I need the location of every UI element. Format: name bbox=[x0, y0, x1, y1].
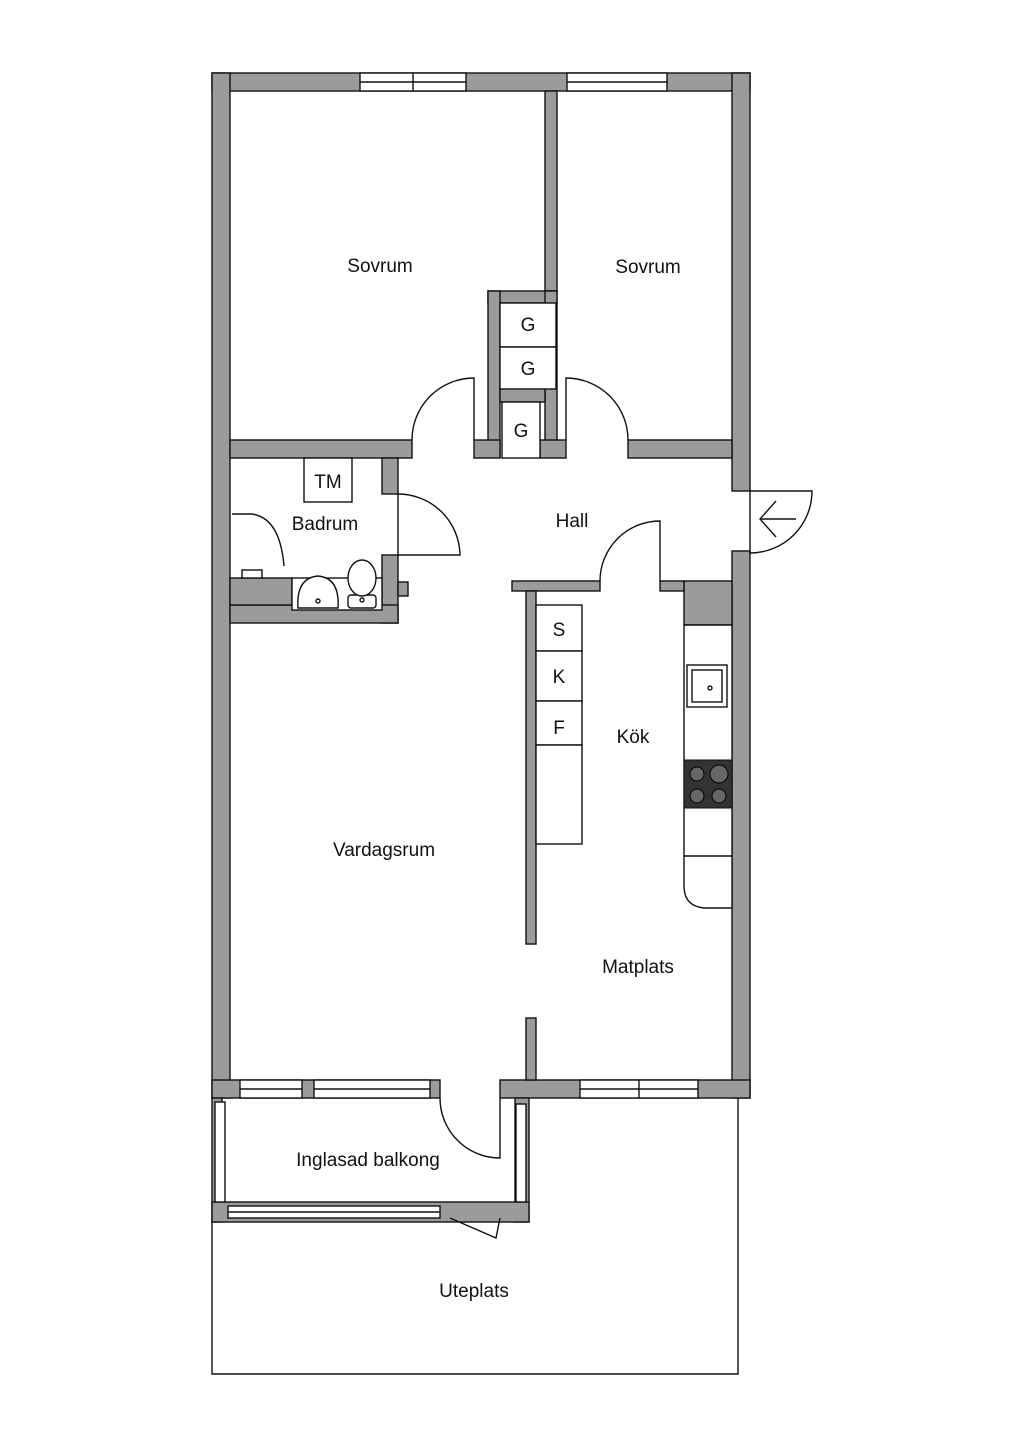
shower-icon bbox=[232, 513, 285, 567]
windows bbox=[214, 72, 699, 1219]
sink-icon bbox=[297, 575, 339, 609]
label-wardrobe-2: G bbox=[521, 359, 536, 380]
label-sovrum-left: Sovrum bbox=[347, 256, 412, 277]
entrance-arrow-icon bbox=[759, 500, 796, 538]
label-kok: Kök bbox=[617, 727, 650, 748]
label-badrum: Badrum bbox=[292, 514, 359, 535]
uteplats-outline bbox=[211, 1098, 739, 1375]
bathroom-fixtures bbox=[232, 457, 383, 611]
label-vardagsrum: Vardagsrum bbox=[333, 840, 435, 861]
label-wardrobe-3: G bbox=[514, 421, 529, 442]
wardrobes bbox=[499, 302, 557, 459]
toilet-icon bbox=[347, 559, 377, 597]
label-hall: Hall bbox=[556, 511, 589, 532]
label-tm: TM bbox=[314, 472, 341, 493]
label-f: F bbox=[553, 718, 565, 739]
doors bbox=[397, 377, 813, 1239]
label-uteplats: Uteplats bbox=[439, 1281, 509, 1302]
label-balkong: Inglasad balkong bbox=[296, 1150, 440, 1171]
label-wardrobe-1: G bbox=[521, 315, 536, 336]
kitchen-fixtures bbox=[535, 604, 733, 909]
label-matplats: Matplats bbox=[602, 957, 674, 978]
label-k: K bbox=[553, 667, 566, 688]
fixture-labels: G G G TM S K F bbox=[314, 315, 565, 739]
room-labels: Sovrum Sovrum Hall Badrum Kök Vardagsrum… bbox=[292, 256, 681, 1302]
label-s: S bbox=[553, 620, 566, 641]
label-sovrum-right: Sovrum bbox=[615, 257, 680, 278]
